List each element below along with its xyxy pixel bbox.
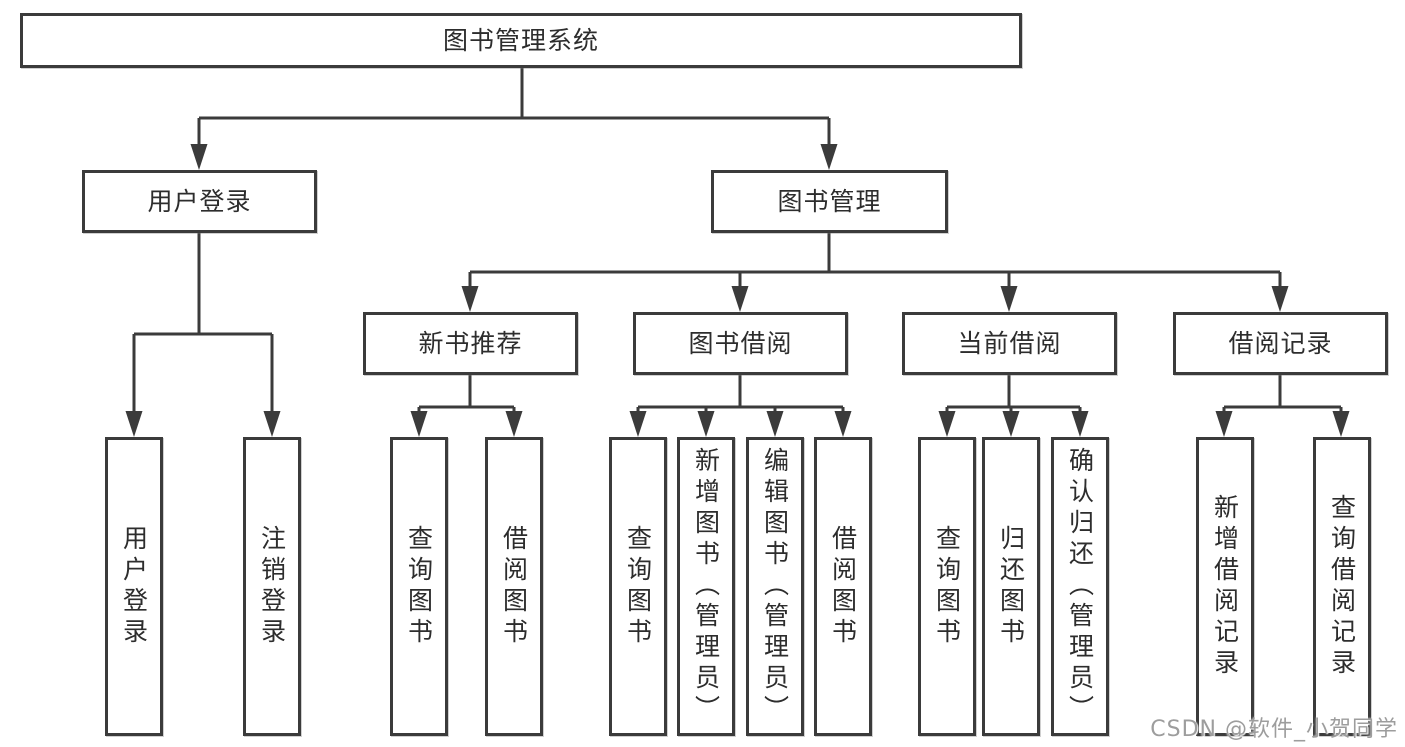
csdn-watermark: CSDN @软件_小贺同学 [1150, 717, 1398, 742]
leaf-label: 新增图书（管理员） [691, 447, 721, 726]
leaf-edit-book-admin: 编辑图书（管理员） [746, 437, 804, 736]
leaf-query-books-recommend: 查询图书 [390, 437, 448, 736]
node-label: 图书借阅 [688, 329, 793, 358]
leaf-label: 用户登录 [119, 524, 149, 649]
leaf-query-borrow-record: 查询借阅记录 [1313, 437, 1371, 736]
leaf-label: 查询借阅记录 [1327, 493, 1357, 680]
leaf-borrow-books-borrow: 借阅图书 [814, 437, 872, 736]
leaf-label: 借阅图书 [499, 524, 529, 649]
node-label: 图书管理 [777, 187, 882, 216]
node-label: 用户登录 [147, 187, 252, 216]
leaf-label: 确认归还（管理员） [1065, 447, 1095, 726]
leaf-confirm-return-admin: 确认归还（管理员） [1051, 437, 1109, 736]
node-book-management: 图书管理 [711, 170, 948, 233]
leaf-label: 查询图书 [932, 524, 962, 649]
node-book-borrow: 图书借阅 [633, 312, 848, 375]
arrowheads [125, 144, 1350, 437]
leaf-add-borrow-record: 新增借阅记录 [1196, 437, 1254, 736]
leaf-label: 归还图书 [996, 524, 1026, 649]
node-label: 新书推荐 [418, 329, 523, 358]
leaf-add-book-admin: 新增图书（管理员） [677, 437, 735, 736]
node-user-login: 用户登录 [82, 170, 317, 233]
leaf-label: 新增借阅记录 [1210, 493, 1240, 680]
leaf-return-book: 归还图书 [982, 437, 1040, 736]
node-library-management-system: 图书管理系统 [20, 13, 1022, 68]
node-current-borrow: 当前借阅 [902, 312, 1117, 375]
node-borrow-records: 借阅记录 [1173, 312, 1388, 375]
node-label: 当前借阅 [957, 329, 1062, 358]
node-label: 图书管理系统 [442, 26, 599, 55]
leaf-logout: 注销登录 [243, 437, 301, 736]
leaf-label: 查询图书 [404, 524, 434, 649]
leaf-label: 注销登录 [257, 524, 287, 649]
node-new-book-recommend: 新书推荐 [363, 312, 578, 375]
leaf-query-books-borrow: 查询图书 [609, 437, 667, 736]
leaf-borrow-books-recommend: 借阅图书 [485, 437, 543, 736]
leaf-query-books-current: 查询图书 [918, 437, 976, 736]
leaf-label: 借阅图书 [828, 524, 858, 649]
leaf-label: 查询图书 [623, 524, 653, 649]
leaf-label: 编辑图书（管理员） [760, 447, 790, 726]
node-label: 借阅记录 [1228, 329, 1333, 358]
leaf-user-login: 用户登录 [105, 437, 163, 736]
